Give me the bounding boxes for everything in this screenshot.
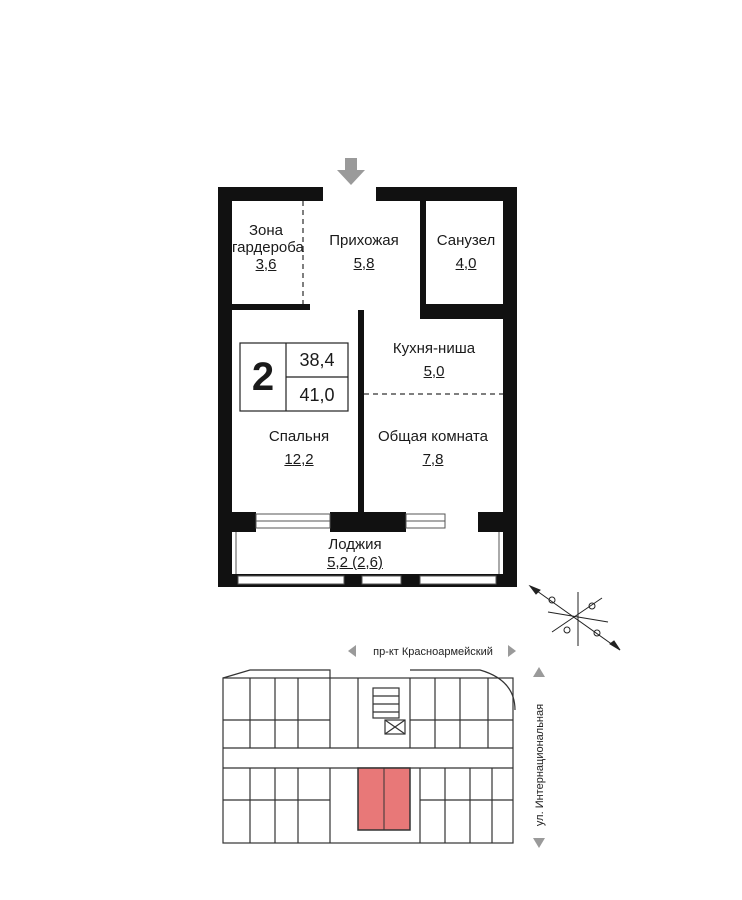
rooms-count: 2: [251, 355, 275, 399]
kitchen-name: Кухня-ниша: [392, 340, 476, 357]
wardrobe-name-line1: Зона: [248, 222, 284, 239]
hallway-label: Прихожая 5,8: [318, 232, 410, 272]
living-label: Общая комната 7,8: [366, 428, 500, 468]
loggia-name: Лоджия: [328, 536, 382, 553]
living-name: Общая комната: [378, 428, 488, 445]
living-area: 7,8: [422, 451, 444, 468]
hallway-area: 5,8: [353, 255, 375, 272]
street-arrows: [348, 645, 545, 848]
living-area-total: 38,4: [299, 350, 335, 370]
hallway-name: Прихожая: [329, 232, 399, 249]
loggia-glazing: [237, 575, 497, 585]
bathroom-name: Санузел: [436, 232, 496, 249]
loggia-area: 5,2 (2,6): [327, 554, 383, 571]
bedroom-label: Спальня 12,2: [250, 428, 348, 468]
wardrobe-area: 3,6: [255, 256, 277, 273]
inner-walls: [232, 201, 503, 532]
kitchen-area: 5,0: [423, 363, 445, 380]
bedroom-area: 12,2: [284, 451, 314, 468]
bathroom-area: 4,0: [455, 255, 477, 272]
total-area: 41,0: [299, 385, 335, 405]
area-summary-box: [239, 342, 349, 412]
bathroom-label: Санузел 4,0: [428, 232, 504, 272]
street-vertical-wrap: ул. Интернациональная: [532, 700, 548, 830]
wardrobe-name: Зона гардероба 3,6: [232, 222, 304, 273]
street-vertical: ул. Интернациональная: [534, 703, 546, 827]
kitchen-label: Кухня-ниша 5,0: [372, 340, 496, 380]
compass-rose-icon: [528, 584, 621, 651]
entrance-arrow-icon: [337, 158, 365, 185]
wardrobe-name-line2: гардероба: [232, 239, 304, 256]
loggia-label: Лоджия 5,2 (2,6): [300, 536, 410, 571]
windows: [235, 513, 500, 574]
street-horizontal: пр-кт Красноармейский: [373, 646, 493, 658]
bedroom-name: Спальня: [268, 428, 330, 445]
